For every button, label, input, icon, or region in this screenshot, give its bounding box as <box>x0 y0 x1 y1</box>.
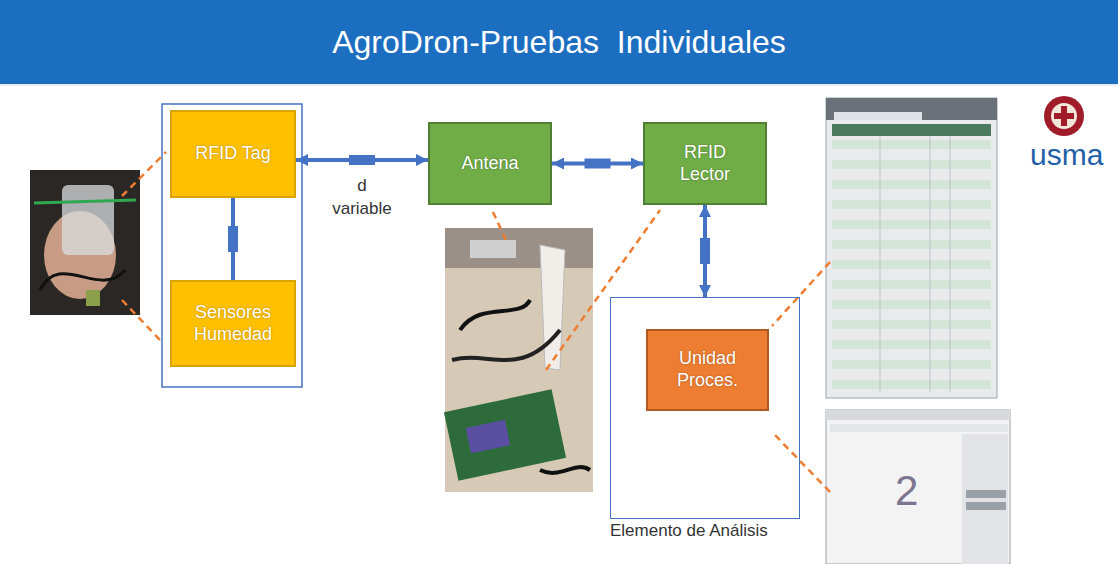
seal-cross <box>1054 113 1074 119</box>
screen-frame <box>826 98 997 398</box>
title-bar-shadow <box>0 84 1118 86</box>
photo-ground <box>30 170 140 315</box>
bag-shape <box>62 185 114 255</box>
photo-background <box>445 228 593 268</box>
side-panel-item <box>966 490 1006 498</box>
board-chip <box>466 420 511 454</box>
screen-title-bar <box>834 112 922 120</box>
seal-inner <box>1051 103 1077 129</box>
table-row <box>832 200 991 209</box>
table-row <box>832 280 991 289</box>
table-row <box>832 240 991 249</box>
logo-text: usma <box>1030 138 1103 171</box>
antenna-panel <box>540 245 565 370</box>
sensor-chip <box>86 290 100 306</box>
leader-line <box>772 432 830 492</box>
rfid-tag-box: RFID Tag <box>170 110 296 198</box>
antenna-photo <box>444 228 593 492</box>
device-shape <box>470 240 516 258</box>
table-row <box>832 320 991 329</box>
table-row <box>832 220 991 229</box>
screen-number: 2 <box>895 468 918 514</box>
side-panel-item <box>966 502 1006 510</box>
table-row <box>832 260 991 269</box>
tag-group-frame <box>162 104 302 387</box>
green-wire <box>34 200 136 203</box>
screen-toolbar <box>826 410 1010 420</box>
table-row <box>832 180 991 189</box>
connector-coupler <box>700 238 710 264</box>
table-row <box>832 140 991 149</box>
distance-label: d variable <box>325 174 399 222</box>
leader-line <box>546 210 660 370</box>
slide-title: AgroDron-Pruebas Individuales <box>0 0 1118 84</box>
software-screenshot <box>826 410 1010 564</box>
table-rows <box>832 136 991 392</box>
screen-frame <box>826 410 1010 564</box>
cable <box>540 467 590 473</box>
table-screenshot <box>826 98 997 398</box>
analysis-frame: Elemento de AnálisisUnidad Proces. <box>610 297 800 519</box>
box-label: Unidad Proces. <box>666 348 750 391</box>
connector <box>552 159 643 169</box>
connector-coupler <box>585 159 611 169</box>
leader-line <box>122 152 166 196</box>
leader-line <box>122 300 160 340</box>
table-row <box>832 380 991 389</box>
table-row <box>832 160 991 169</box>
box-label: RFID Lector <box>663 142 747 185</box>
screen-header <box>826 98 997 120</box>
cable <box>452 330 560 360</box>
reader-board <box>444 389 566 480</box>
leader-line <box>772 262 830 326</box>
connector-coupler <box>349 155 375 165</box>
seal-circle <box>1044 96 1084 136</box>
screen-tabs <box>830 424 1008 432</box>
frame-heading: Elemento de Análisis <box>610 521 768 541</box>
box-label: Antena <box>461 153 518 175</box>
screen-side-panel <box>962 434 1008 564</box>
table-row <box>832 300 991 309</box>
column-header <box>832 124 991 136</box>
sensor-box: Sensores Humedad <box>170 280 296 367</box>
connector <box>296 155 428 165</box>
column-rule <box>950 136 951 392</box>
title-bar <box>0 0 1118 84</box>
sensor-photo <box>30 170 140 315</box>
connector <box>700 205 710 297</box>
box-label: RFID Tag <box>195 143 271 165</box>
column-rule <box>930 136 931 392</box>
table-row <box>832 360 991 369</box>
cable <box>460 300 530 330</box>
reader-box: RFID Lector <box>643 122 767 205</box>
table-row <box>832 340 991 349</box>
box-label: Sensores Humedad <box>191 302 275 345</box>
university-seal <box>1044 96 1084 136</box>
sensor-cable <box>40 270 125 290</box>
processing-box: Unidad Proces. <box>646 329 769 411</box>
connector <box>228 198 238 280</box>
leader-line <box>492 210 506 240</box>
column-rule <box>880 136 881 392</box>
antenna-box: Antena <box>428 122 552 205</box>
connector-coupler <box>228 226 238 252</box>
